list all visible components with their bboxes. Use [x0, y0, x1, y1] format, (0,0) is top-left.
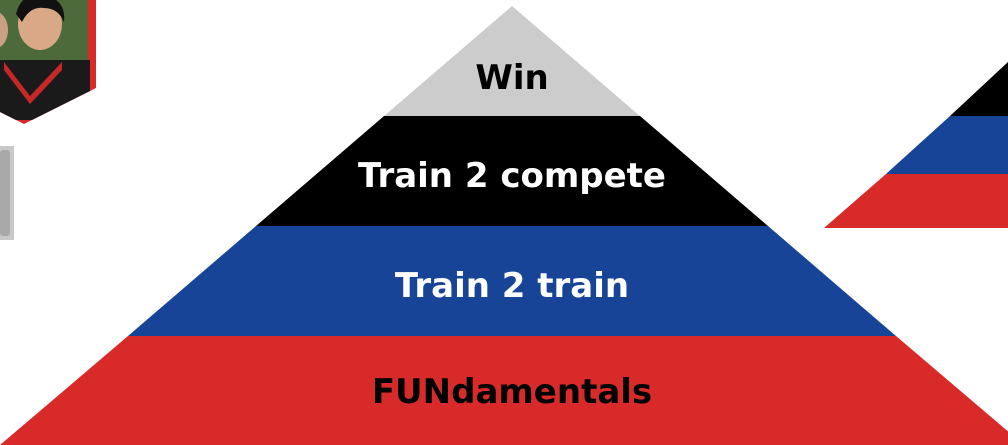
- photo-hair: [16, 0, 65, 22]
- photo-jersey-stripe: [4, 62, 62, 104]
- tier-label-train-2-compete: Train 2 compete: [357, 156, 666, 196]
- tier-label-win: Win: [475, 58, 549, 98]
- tier-label-train-2-train: Train 2 train: [394, 266, 630, 306]
- pyramid-tier-fundamentals: [0, 336, 1008, 445]
- pyramid-tier-train-2-compete: [256, 116, 768, 226]
- partial-pyramid-right: [824, 62, 1008, 228]
- tier-label-fundamentals: FUNdamentals: [371, 372, 653, 412]
- partial-tier-blue: [886, 116, 1008, 174]
- pyramid-tier-train-2-train: [128, 226, 896, 336]
- left-edge-tab-inner: [0, 150, 10, 236]
- partial-tier-black: [950, 62, 1008, 116]
- photo-second-face: [0, 12, 8, 48]
- pyramid-tier-win: [384, 6, 640, 116]
- partial-tier-red: [824, 174, 1008, 228]
